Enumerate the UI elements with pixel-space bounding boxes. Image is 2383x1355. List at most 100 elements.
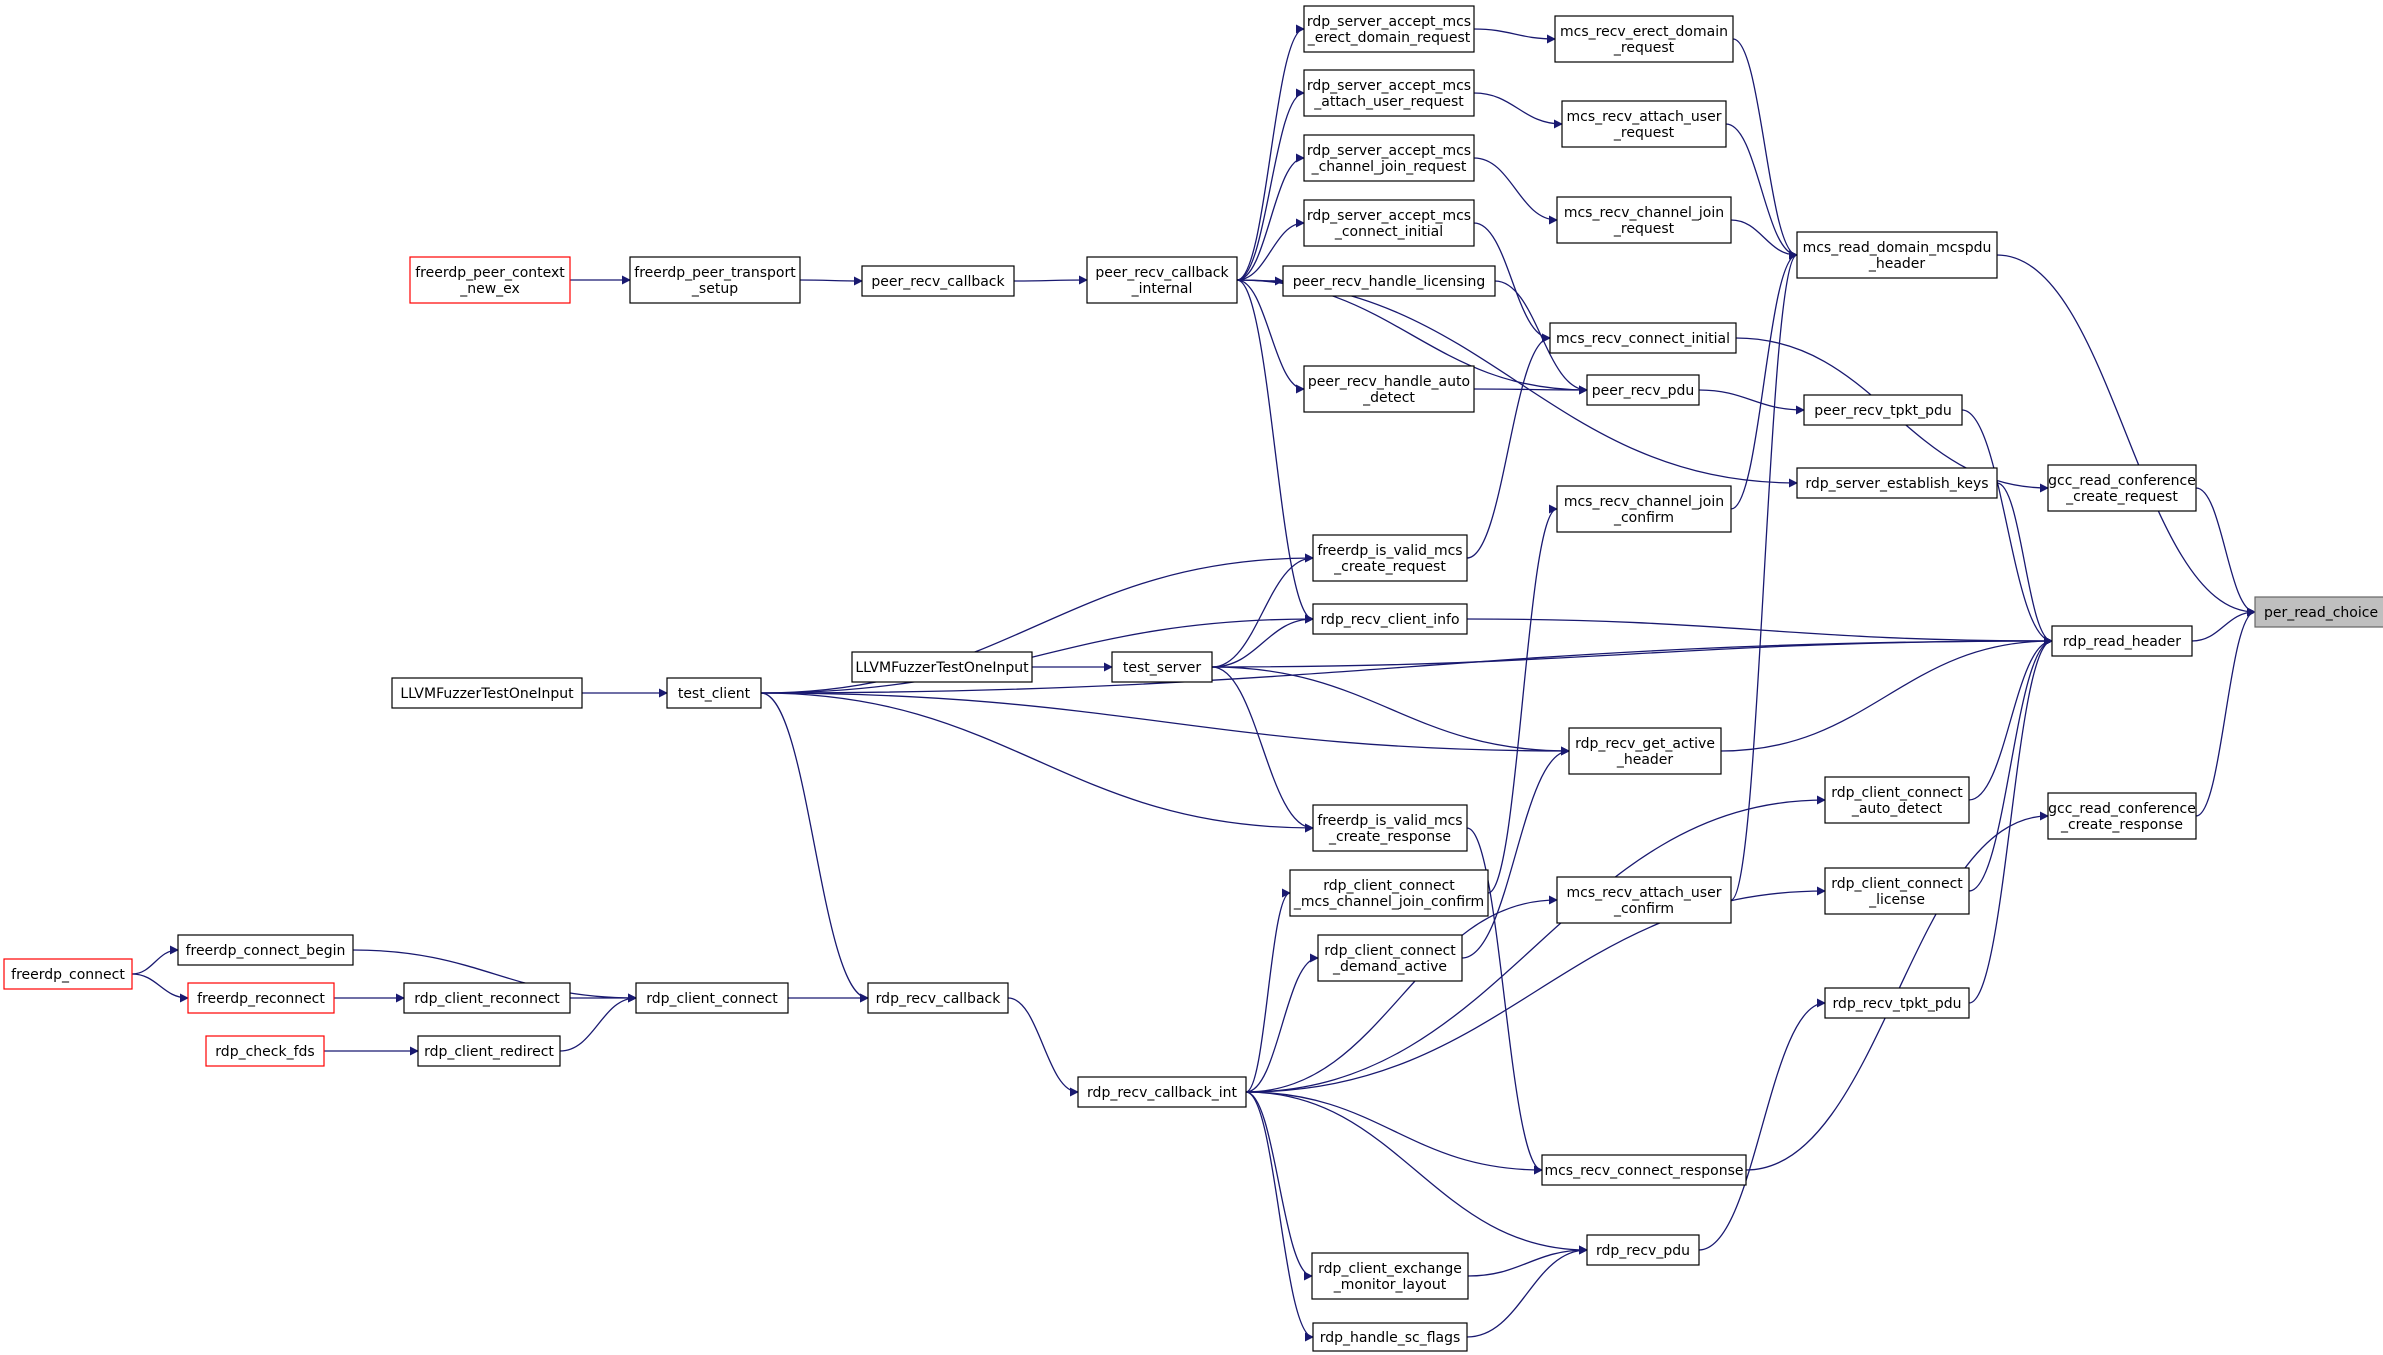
edge-line bbox=[1473, 28, 1556, 44]
node-label: _channel_join_request bbox=[1311, 159, 1467, 175]
node-rdp-server-accept-mcs-erect-domain-request[interactable]: rdp_server_accept_mcs_erect_domain_reque… bbox=[1303, 5, 1475, 53]
node-label: _request bbox=[1613, 221, 1675, 237]
edge-rdp-handle-sc-flags-to-rdp-recv-pdu bbox=[1466, 1245, 1588, 1338]
node-mcs-recv-channel-join-confirm[interactable]: mcs_recv_channel_join_confirm bbox=[1556, 485, 1732, 533]
node-label: mcs_recv_connect_initial bbox=[1556, 331, 1730, 347]
edge-mcs-recv-channel-join-confirm-to-mcs-read-domain-mcspdu-header bbox=[1730, 250, 1798, 510]
node-rdp-server-accept-mcs-connect-initial[interactable]: rdp_server_accept_mcs_connect_initial bbox=[1303, 199, 1475, 247]
node-freerdp-connect[interactable]: freerdp_connect bbox=[3, 958, 133, 990]
edge-line bbox=[1466, 333, 1551, 559]
node-rdp-server-accept-mcs-channel-join-request[interactable]: rdp_server_accept_mcs_channel_join_reque… bbox=[1303, 134, 1475, 182]
node-box bbox=[1796, 467, 1998, 499]
node-peer-recv-handle-licensing[interactable]: peer_recv_handle_licensing bbox=[1282, 265, 1496, 297]
edge-rdp-recv-callback-int-to-mcs-recv-connect-response bbox=[1245, 1091, 1543, 1175]
node-mcs-recv-attach-user-confirm[interactable]: mcs_recv_attach_user_confirm bbox=[1556, 876, 1732, 924]
node-llvmfuzzertestoneinput-server[interactable]: LLVMFuzzerTestOneInput bbox=[851, 651, 1033, 683]
node-box bbox=[1541, 1154, 1747, 1186]
node-box bbox=[629, 256, 801, 304]
node-rdp-client-connect-demand-active[interactable]: rdp_client_connect_demand_active bbox=[1317, 934, 1463, 982]
node-mcs-recv-erect-domain-request[interactable]: mcs_recv_erect_domain_request bbox=[1554, 15, 1734, 63]
node-rdp-read-header[interactable]: rdp_read_header bbox=[2051, 625, 2193, 657]
node-rdp-recv-callback[interactable]: rdp_recv_callback bbox=[867, 982, 1009, 1014]
node-rdp-server-accept-mcs-attach-user-request[interactable]: rdp_server_accept_mcs_attach_user_reques… bbox=[1303, 69, 1475, 117]
node-label: freerdp_connect_begin bbox=[186, 943, 346, 959]
node-mcs-recv-attach-user-request[interactable]: mcs_recv_attach_user_request bbox=[1561, 100, 1727, 148]
node-test-server[interactable]: test_server bbox=[1111, 651, 1213, 683]
edge-test-client-to-rdp-recv-callback bbox=[760, 692, 869, 1003]
node-freerdp-reconnect[interactable]: freerdp_reconnect bbox=[187, 982, 335, 1014]
node-box bbox=[1556, 196, 1732, 244]
edge-line bbox=[1007, 997, 1079, 1097]
node-rdp-client-connect[interactable]: rdp_client_connect bbox=[635, 982, 789, 1014]
node-llvmfuzzertestoneinput-client[interactable]: LLVMFuzzerTestOneInput bbox=[391, 677, 583, 709]
edge-rdp-client-connect-auto-detect-to-rdp-read-header bbox=[1968, 636, 2053, 801]
node-rdp-client-redirect[interactable]: rdp_client_redirect bbox=[417, 1035, 561, 1067]
node-rdp-recv-get-active-header[interactable]: rdp_recv_get_active_header bbox=[1568, 727, 1722, 775]
edge-line bbox=[1245, 1091, 1588, 1255]
node-box bbox=[1586, 1234, 1700, 1266]
node-rdp-client-connect-auto-detect[interactable]: rdp_client_connect_auto_detect bbox=[1824, 776, 1970, 824]
node-rdp-recv-tpkt-pdu[interactable]: rdp_recv_tpkt_pdu bbox=[1824, 987, 1970, 1019]
edge-rdp-server-accept-mcs-erect-domain-request-to-mcs-recv-erect-domain-request bbox=[1473, 28, 1556, 44]
node-freerdp-connect-begin[interactable]: freerdp_connect_begin bbox=[177, 934, 354, 966]
node-freerdp-peer-context-new-ex[interactable]: freerdp_peer_context_new_ex bbox=[409, 256, 571, 304]
node-box bbox=[1282, 265, 1496, 297]
node-rdp-handle-sc-flags[interactable]: rdp_handle_sc_flags bbox=[1312, 1322, 1468, 1352]
node-peer-recv-tpkt-pdu[interactable]: peer_recv_tpkt_pdu bbox=[1803, 394, 1963, 426]
edge-line bbox=[1473, 222, 1551, 343]
edge-line bbox=[2195, 487, 2256, 617]
node-box bbox=[1312, 603, 1468, 635]
node-mcs-recv-connect-response[interactable]: mcs_recv_connect_response bbox=[1541, 1154, 1747, 1186]
node-peer-recv-callback[interactable]: peer_recv_callback bbox=[861, 265, 1015, 297]
node-peer-recv-callback-internal[interactable]: peer_recv_callback_internal bbox=[1086, 256, 1238, 304]
edge-line bbox=[1467, 1245, 1588, 1277]
node-label: mcs_recv_connect_response bbox=[1544, 1163, 1743, 1179]
edge-freerdp-is-valid-mcs-create-response-to-mcs-recv-connect-response bbox=[1466, 827, 1543, 1175]
edge-rdp-client-redirect-to-rdp-client-connect bbox=[559, 993, 637, 1052]
node-peer-recv-handle-auto-detect[interactable]: peer_recv_handle_auto_detect bbox=[1303, 365, 1475, 413]
node-box bbox=[1317, 934, 1463, 982]
node-label: test_client bbox=[678, 686, 751, 702]
node-freerdp-peer-transport-setup[interactable]: freerdp_peer_transport_setup bbox=[629, 256, 801, 304]
edge-line bbox=[1013, 275, 1088, 285]
node-box bbox=[3, 958, 133, 990]
node-label: rdp_client_redirect bbox=[424, 1044, 554, 1060]
node-rdp-recv-client-info[interactable]: rdp_recv_client_info bbox=[1312, 603, 1468, 635]
node-label: rdp_client_exchange bbox=[1318, 1261, 1462, 1277]
node-rdp-client-reconnect[interactable]: rdp_client_reconnect bbox=[403, 982, 571, 1014]
node-gcc-read-conference-create-response[interactable]: gcc_read_conference_create_response bbox=[2047, 792, 2197, 840]
node-rdp-check-fds[interactable]: rdp_check_fds bbox=[205, 1035, 325, 1067]
node-rdp-client-connect-license[interactable]: rdp_client_connect_license bbox=[1824, 867, 1970, 915]
node-box bbox=[391, 677, 583, 709]
node-label: mcs_recv_attach_user bbox=[1567, 885, 1722, 901]
nodes: per_read_choice rdp_read_header gcc_read_c… bbox=[3, 5, 2383, 1352]
node-gcc-read-conference-create-request[interactable]: gcc_read_conference_create_request bbox=[2047, 464, 2197, 512]
edge-line bbox=[1236, 153, 1305, 281]
node-freerdp-is-valid-mcs-create-request[interactable]: freerdp_is_valid_mcs_create_request bbox=[1312, 534, 1468, 582]
edge-line bbox=[1245, 895, 1558, 1093]
node-rdp-client-exchange-monitor-layout[interactable]: rdp_client_exchange_monitor_layout bbox=[1311, 1252, 1469, 1300]
node-label: _confirm bbox=[1613, 901, 1674, 917]
node-freerdp-is-valid-mcs-create-response[interactable]: freerdp_is_valid_mcs_create_response bbox=[1312, 804, 1468, 852]
node-peer-recv-pdu[interactable]: peer_recv_pdu bbox=[1586, 374, 1700, 406]
node-box bbox=[2051, 625, 2193, 657]
node-rdp-client-connect-mcs-channel-join-confirm[interactable]: rdp_client_connect_mcs_channel_join_conf… bbox=[1289, 869, 1489, 917]
node-box bbox=[2047, 792, 2197, 840]
node-rdp-server-establish-keys[interactable]: rdp_server_establish_keys bbox=[1796, 467, 1998, 499]
edge-gcc-read-conference-create-request-to-per-read-choice bbox=[2195, 487, 2256, 617]
edge-rdp-server-establish-keys-to-rdp-read-header bbox=[1996, 482, 2053, 646]
node-mcs-recv-channel-join-request[interactable]: mcs_recv_channel_join_request bbox=[1556, 196, 1732, 244]
edge-test-client-to-freerdp-is-valid-mcs-create-request bbox=[760, 553, 1314, 694]
node-rdp-recv-pdu[interactable]: rdp_recv_pdu bbox=[1586, 1234, 1700, 1266]
node-per-read-choice[interactable]: per_read_choice bbox=[2254, 596, 2383, 628]
node-label: _request bbox=[1613, 125, 1675, 141]
node-rdp-recv-callback-int[interactable]: rdp_recv_callback_int bbox=[1077, 1076, 1247, 1108]
node-label: peer_recv_handle_licensing bbox=[1293, 274, 1486, 290]
edge-test-client-to-rdp-recv-get-active-header bbox=[760, 692, 1570, 756]
node-mcs-read-domain-mcspdu-header[interactable]: mcs_read_domain_mcspdu_header bbox=[1796, 231, 1998, 279]
edge-line bbox=[1473, 157, 1558, 225]
edge-line bbox=[760, 692, 869, 1003]
node-test-client[interactable]: test_client bbox=[666, 677, 762, 709]
edge-rdp-recv-callback-int-to-rdp-client-connect-mcs-channel-join-confirm bbox=[1245, 888, 1291, 1093]
node-mcs-recv-connect-initial[interactable]: mcs_recv_connect_initial bbox=[1549, 322, 1737, 354]
